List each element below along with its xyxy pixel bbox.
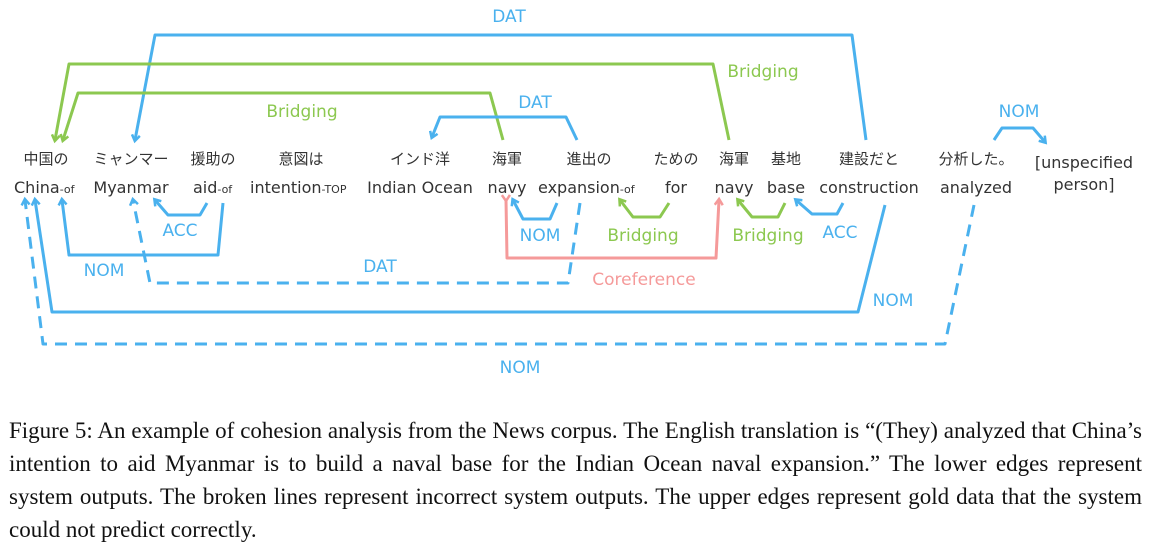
edge-label-bridging: Bridging bbox=[732, 226, 803, 246]
edge-label-nom: NOM bbox=[520, 226, 561, 246]
token-construction: 建設だと construction bbox=[819, 150, 919, 197]
token-en: [unspecified bbox=[1035, 153, 1133, 172]
edge-label-coreference: Coreference bbox=[592, 270, 695, 290]
edge-label-bridging: Bridging bbox=[727, 62, 798, 82]
edge-label-bridging: Bridging bbox=[607, 226, 678, 246]
edge-lower-nom-construction-china bbox=[35, 200, 887, 314]
token-jp: 分析した。 bbox=[938, 150, 1013, 168]
edge-label-bridging: Bridging bbox=[266, 102, 337, 122]
edge-label-nom: NOM bbox=[500, 358, 541, 378]
token-indian-ocean: インド洋 Indian Ocean bbox=[367, 150, 473, 197]
edge-label-nom: NOM bbox=[873, 291, 914, 311]
edge-label-dat: DAT bbox=[518, 93, 552, 113]
edge-lower-nom-aid-china bbox=[62, 200, 225, 257]
edge-lower-bridging-for-expansion bbox=[620, 200, 671, 219]
token-base: 基地 base bbox=[767, 150, 805, 197]
token-en: aid-of bbox=[193, 178, 233, 197]
edge-lower-dat-expansion-myanmar bbox=[133, 200, 582, 285]
token-aid: 援助の aid-of bbox=[190, 150, 235, 197]
edge-lower-acc-aid-myanmar bbox=[155, 200, 209, 217]
lower-edges: ACC NOM DAT NOM Bridging Coreference Bri… bbox=[25, 200, 976, 378]
edge-upper-nom-analyzed-unspecified bbox=[992, 126, 1045, 142]
token-china: 中国の China-of bbox=[14, 150, 76, 197]
token-jp: 意図は bbox=[278, 150, 323, 168]
token-navy-2: 海軍 navy bbox=[715, 150, 754, 197]
token-en: Indian Ocean bbox=[367, 178, 473, 197]
token-en: expansion-of bbox=[538, 178, 636, 197]
edge-label-acc: ACC bbox=[162, 221, 197, 241]
edge-label-dat: DAT bbox=[492, 7, 526, 27]
token-for: ための for bbox=[653, 150, 698, 197]
token-jp: 基地 bbox=[771, 150, 801, 168]
token-navy-1: 海軍 navy bbox=[488, 150, 527, 197]
token-jp: 海軍 bbox=[719, 150, 749, 168]
edge-label-nom: NOM bbox=[999, 102, 1040, 122]
edge-upper-bridging-navy2-china bbox=[55, 62, 731, 140]
cohesion-diagram: 中国の China-of ミャンマー Myanmar 援助の aid-of 意図… bbox=[14, 7, 1133, 378]
edge-lower-coreference-navy1-navy2 bbox=[506, 200, 719, 260]
token-en: navy bbox=[715, 178, 754, 197]
token-unspecified-person: [unspecified person] bbox=[1035, 153, 1133, 194]
token-jp: 海軍 bbox=[492, 150, 522, 168]
token-myanmar: ミャンマー Myanmar bbox=[93, 150, 169, 197]
upper-edges: DAT Bridging Bridging DAT NOM bbox=[55, 7, 1045, 142]
token-jp: ための bbox=[653, 150, 698, 168]
token-jp: 進出の bbox=[566, 150, 611, 168]
edge-lower-nom-expansion-navy1 bbox=[513, 200, 559, 221]
token-en: analyzed bbox=[940, 178, 1012, 197]
token-en: navy bbox=[488, 178, 527, 197]
token-jp: インド洋 bbox=[390, 150, 450, 168]
token-expansion: 進出の expansion-of bbox=[538, 150, 636, 197]
edge-label-nom: NOM bbox=[84, 261, 125, 281]
edge-upper-dat-expansion-indian-ocean bbox=[432, 115, 579, 141]
edge-lower-acc-construction-base bbox=[796, 200, 845, 216]
token-en: China-of bbox=[14, 178, 76, 197]
token-en: intention-TOP bbox=[250, 178, 347, 197]
token-en: base bbox=[767, 178, 805, 197]
token-en: for bbox=[665, 178, 687, 197]
token-jp: 援助の bbox=[190, 150, 235, 168]
token-analyzed: 分析した。 analyzed bbox=[938, 150, 1013, 197]
token-en-2: person] bbox=[1053, 175, 1114, 194]
token-intention: 意図は intention-TOP bbox=[250, 150, 347, 197]
edge-label-dat: DAT bbox=[363, 257, 397, 277]
edge-lower-nom-analyzed-china bbox=[25, 200, 976, 346]
token-en: Myanmar bbox=[93, 178, 169, 197]
token-jp: 建設だと bbox=[839, 150, 899, 168]
edge-upper-dat-construction-myanmar bbox=[135, 33, 868, 140]
token-jp: 中国の bbox=[23, 150, 68, 168]
figure-caption: Figure 5: An example of cohesion analysi… bbox=[9, 418, 1142, 542]
tokens: 中国の China-of ミャンマー Myanmar 援助の aid-of 意図… bbox=[14, 150, 1133, 197]
token-en: construction bbox=[819, 178, 919, 197]
token-jp: ミャンマー bbox=[93, 150, 168, 168]
edge-lower-bridging-base-navy2 bbox=[738, 200, 787, 219]
edge-label-acc: ACC bbox=[822, 223, 857, 243]
